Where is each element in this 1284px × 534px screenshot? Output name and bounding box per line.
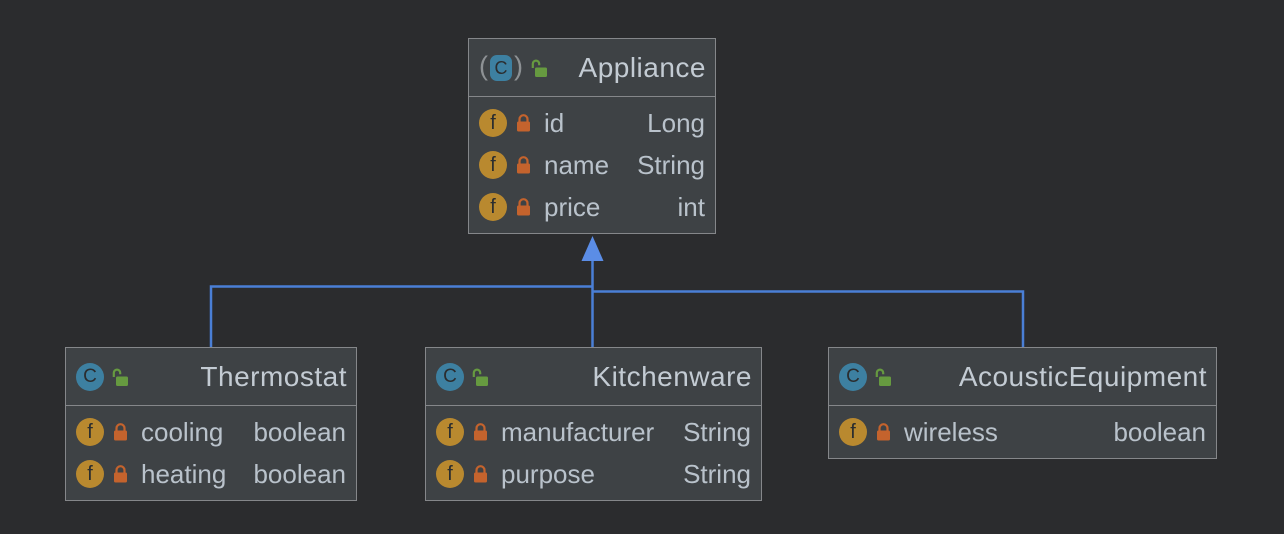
class-node-kitchenware[interactable]: C Kitchenware f manufacturer String f (425, 347, 762, 501)
class-header: C AcousticEquipment (829, 348, 1216, 406)
field-name: name (544, 149, 610, 180)
field-type: int (677, 191, 705, 222)
locked-padlock-icon (517, 198, 530, 216)
field-icon: f (76, 418, 104, 446)
field-type: boolean (1113, 416, 1206, 447)
class-icon: C (76, 362, 104, 391)
class-name: Appliance (578, 51, 706, 83)
field-type: Long (647, 107, 705, 138)
class-name: Kitchenware (592, 360, 752, 392)
edge-thermostat-to-appliance (209, 285, 592, 348)
field-name: id (544, 107, 565, 138)
class-node-acousticequipment[interactable]: C AcousticEquipment f wireless boolean (828, 347, 1217, 459)
class-with-parentheses-icon: ( C ) (479, 51, 523, 81)
field-icon: f (479, 151, 507, 179)
field-row[interactable]: f cooling boolean (66, 411, 356, 453)
field-row[interactable]: f id Long (469, 102, 715, 144)
class-node-thermostat[interactable]: C Thermostat f cooling boolean f (65, 347, 357, 501)
field-icon: f (436, 418, 464, 446)
field-row[interactable]: f purpose String (426, 453, 761, 495)
field-name: purpose (501, 458, 595, 489)
unlocked-padlock-icon (472, 368, 488, 386)
class-icon: C (839, 362, 867, 391)
class-header: C Kitchenware (426, 348, 761, 406)
edge-acousticequipment-to-appliance (592, 290, 1025, 348)
field-type: boolean (253, 458, 346, 489)
field-name: price (544, 191, 601, 222)
inheritance-arrowhead-icon (581, 236, 604, 261)
fields-section: f id Long f name String f (469, 97, 715, 233)
class-letter-glyph: C (490, 54, 512, 81)
class-header: C Thermostat (66, 348, 356, 406)
paren-right-glyph: ) (514, 51, 523, 81)
locked-padlock-icon (474, 465, 487, 483)
locked-padlock-icon (517, 114, 530, 132)
field-name: wireless (904, 416, 998, 447)
locked-padlock-icon (114, 423, 127, 441)
fields-section: f manufacturer String f purpose String (426, 406, 761, 500)
locked-padlock-icon (114, 465, 127, 483)
field-type: String (637, 149, 705, 180)
fields-section: f cooling boolean f heating boolean (66, 406, 356, 500)
unlocked-padlock-icon (112, 368, 128, 386)
unlocked-padlock-icon (531, 59, 547, 77)
field-row[interactable]: f price int (469, 186, 715, 228)
field-row[interactable]: f name String (469, 144, 715, 186)
field-icon: f (839, 418, 867, 446)
field-name: cooling (141, 416, 224, 447)
class-header: ( C ) Appliance (469, 39, 715, 97)
unlocked-padlock-icon (875, 368, 891, 386)
class-name: Thermostat (200, 360, 347, 392)
class-node-appliance[interactable]: ( C ) Appliance f id Long f (468, 38, 716, 234)
locked-padlock-icon (517, 156, 530, 174)
field-icon: f (479, 193, 507, 221)
field-row[interactable]: f heating boolean (66, 453, 356, 495)
field-icon: f (436, 460, 464, 488)
field-name: heating (141, 458, 227, 489)
class-icon: C (436, 362, 464, 391)
field-type: String (683, 416, 751, 447)
field-icon: f (76, 460, 104, 488)
field-row[interactable]: f wireless boolean (829, 411, 1216, 453)
fields-section: f wireless boolean (829, 406, 1216, 458)
paren-left-glyph: ( (479, 51, 488, 81)
locked-padlock-icon (877, 423, 890, 441)
locked-padlock-icon (474, 423, 487, 441)
field-type: boolean (253, 416, 346, 447)
field-row[interactable]: f manufacturer String (426, 411, 761, 453)
field-icon: f (479, 109, 507, 137)
field-type: String (683, 458, 751, 489)
field-name: manufacturer (501, 416, 655, 447)
class-name: AcousticEquipment (958, 360, 1207, 392)
